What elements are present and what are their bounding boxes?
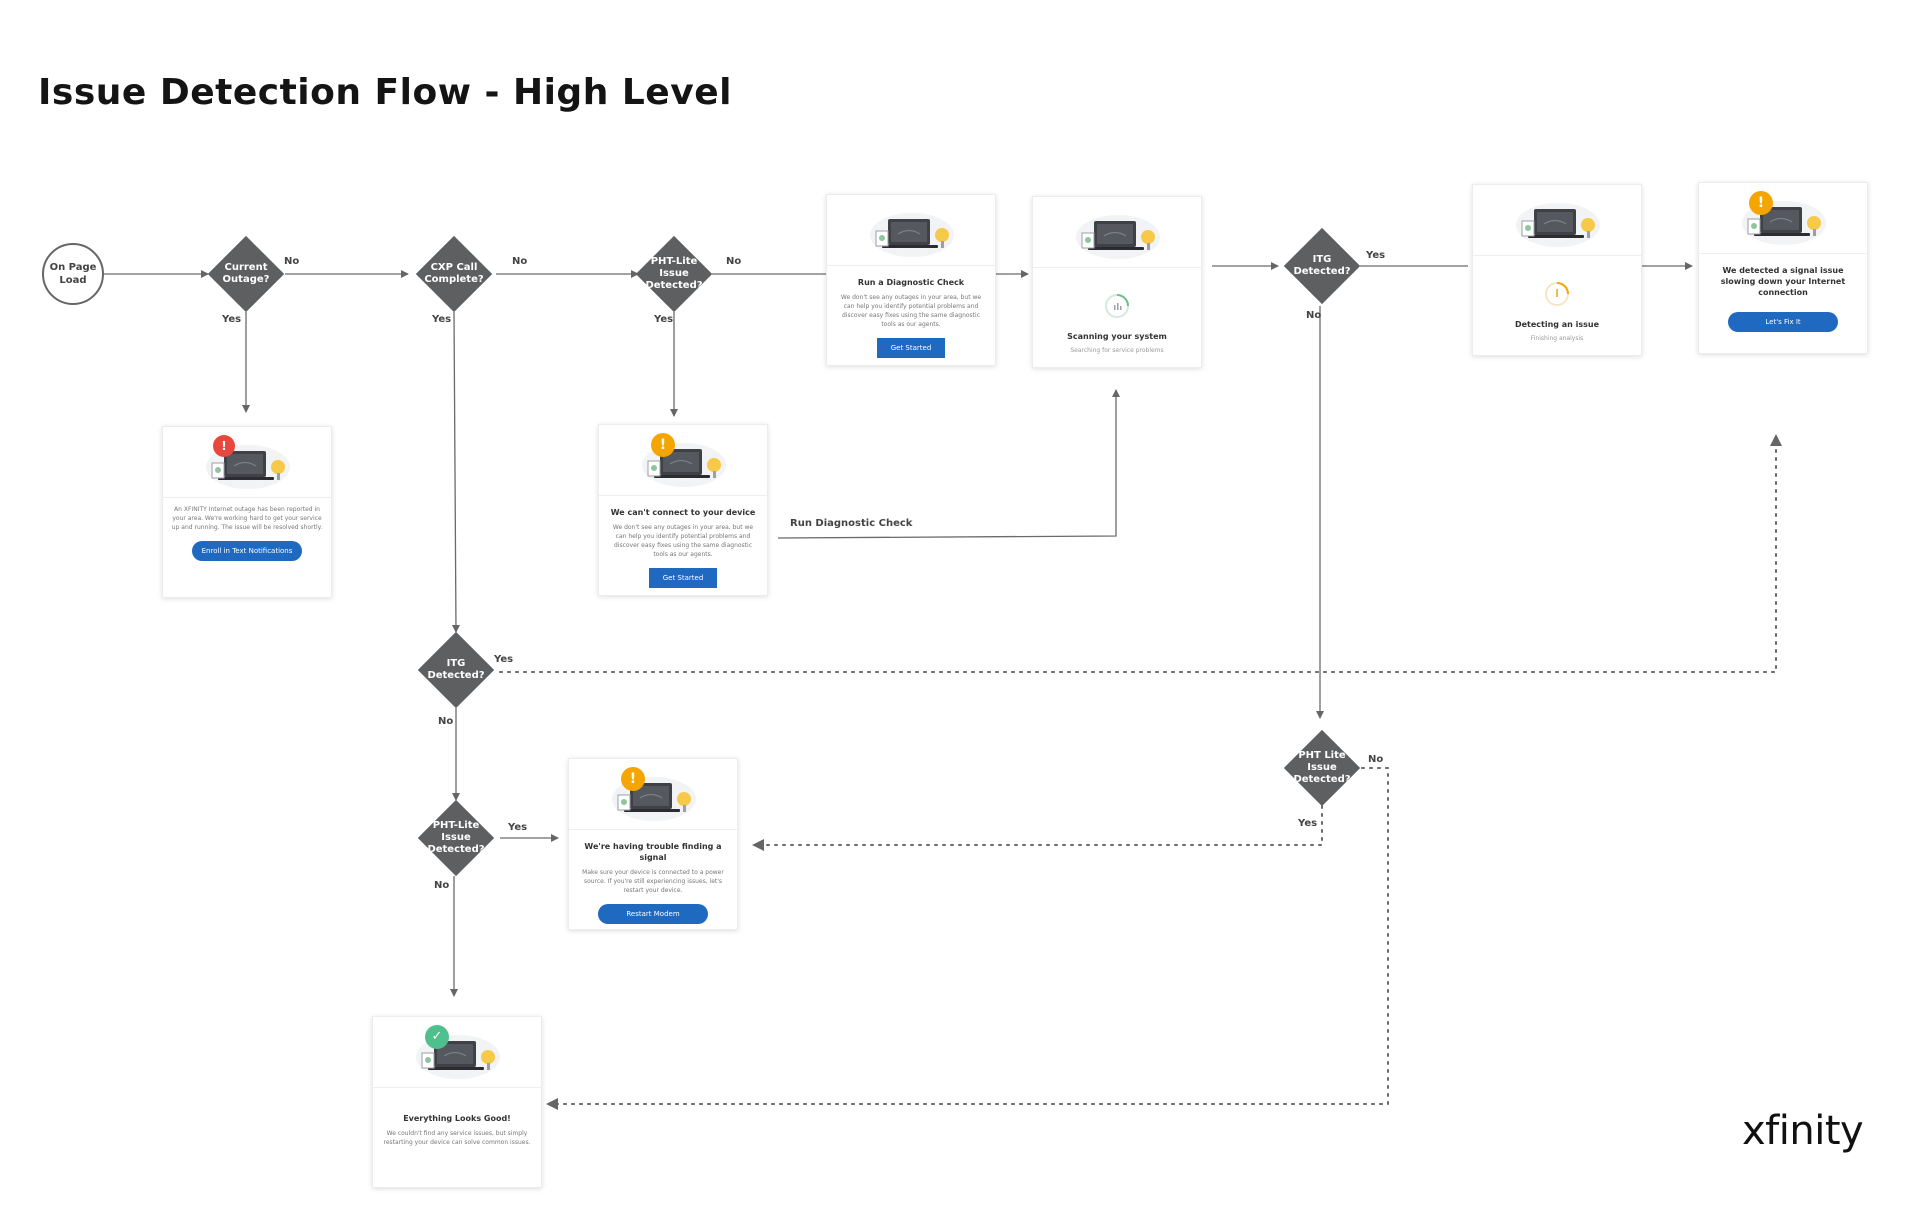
card-outage: ! An XFINITY Internet outage has been re… xyxy=(162,426,332,598)
decision-current-outage: Current Outage? xyxy=(207,235,285,313)
start-node-on-page-load: On Page Load xyxy=(42,243,104,305)
edge-phtright-no-dotted xyxy=(555,767,1389,1105)
card-title: We can't connect to your device xyxy=(610,508,756,517)
card-all-good: ✓ Everything Looks Good! We couldn't fin… xyxy=(372,1016,542,1188)
device-illustration: ! xyxy=(163,427,331,498)
scanning-spinner-icon xyxy=(1105,294,1129,318)
card-title: Detecting an issue xyxy=(1514,320,1600,329)
card-title: Scanning your system xyxy=(1067,332,1167,341)
card-subtitle: Searching for service problems xyxy=(1070,347,1164,354)
edge-cxp-yes xyxy=(451,311,460,633)
decision-pht-lite-right: PHT Lite Issue Detected? xyxy=(1283,729,1361,807)
label-outage-no: No xyxy=(284,256,300,267)
decision-cxp-call-complete: CXP Call Complete? xyxy=(415,235,493,313)
card-run-diagnostic: Run a Diagnostic Check We don't see any … xyxy=(826,194,996,366)
card-trouble-signal: ! We're having trouble finding a signal … xyxy=(568,758,738,930)
decision-itg-top: ITG Detected? xyxy=(1283,227,1361,305)
card-scanning: Scanning your system Searching for servi… xyxy=(1032,196,1202,368)
card-title: Run a Diagnostic Check xyxy=(857,278,965,287)
restart-modem-button[interactable]: Restart Modem xyxy=(598,904,708,924)
xfinity-logo: xfinity xyxy=(1742,1108,1864,1154)
device-illustration: ! xyxy=(1699,183,1867,254)
badge-warning-icon: ! xyxy=(651,433,675,457)
label-phtright-yes: Yes xyxy=(1298,818,1318,829)
badge-warning-icon: ! xyxy=(621,767,645,791)
badge-check-icon: ✓ xyxy=(425,1025,449,1049)
edge-run-diagnostic xyxy=(777,389,1120,539)
label-pht1-yes: Yes xyxy=(654,314,674,325)
label-itgtop-yes: Yes xyxy=(1366,250,1386,261)
label-run-diagnostic: Run Diagnostic Check xyxy=(790,518,913,529)
label-phtmid-yes: Yes xyxy=(508,822,528,833)
device-illustration xyxy=(827,195,995,266)
device-illustration xyxy=(1033,197,1201,268)
decision-pht-lite-mid: PHT-Lite Issue Detected? xyxy=(417,799,495,877)
label-outage-yes: Yes xyxy=(222,314,242,325)
card-title: We're having trouble finding a signal xyxy=(584,842,722,862)
card-title: Everything Looks Good! xyxy=(403,1114,511,1123)
label-pht1-no: No xyxy=(726,256,742,267)
badge-alert-icon: ! xyxy=(213,435,235,457)
label-phtright-no: No xyxy=(1368,754,1384,765)
card-subtitle: Finishing analysis xyxy=(1530,335,1584,342)
device-illustration: ! xyxy=(599,425,767,496)
card-description: We couldn't find any service issues, but… xyxy=(383,1130,531,1146)
device-illustration: ✓ xyxy=(373,1017,541,1088)
card-cant-connect: ! We can't connect to your device We don… xyxy=(598,424,768,596)
lets-fix-it-button[interactable]: Let's Fix It xyxy=(1728,312,1838,332)
card-title: We detected a signal issue slowing down … xyxy=(1720,266,1846,297)
label-itgmid-no: No xyxy=(438,716,454,727)
label-itgmid-yes: Yes xyxy=(494,654,514,665)
card-description: We don't see any outages in your area, b… xyxy=(612,524,754,558)
laptop-modem-icon xyxy=(206,445,290,489)
decision-pht-lite-1: PHT-Lite Issue Detected? xyxy=(635,235,713,313)
laptop-modem-icon xyxy=(870,213,954,257)
decision-itg-mid: ITG Detected? xyxy=(417,631,495,709)
card-signal-issue: ! We detected a signal issue slowing dow… xyxy=(1698,182,1868,354)
label-phtmid-no: No xyxy=(434,880,450,891)
card-description: An XFINITY Internet outage has been repo… xyxy=(171,506,323,531)
get-started-button[interactable]: Get Started xyxy=(877,338,945,358)
label-cxp-yes: Yes xyxy=(432,314,452,325)
page-title: Issue Detection Flow - High Level xyxy=(38,72,732,113)
label-itgtop-no: No xyxy=(1306,310,1322,321)
device-illustration: ! xyxy=(569,759,737,830)
edge-itgmid-yes-dotted xyxy=(499,443,1777,673)
label-cxp-no: No xyxy=(512,256,528,267)
enroll-text-notifications-button[interactable]: Enroll in Text Notifications xyxy=(191,541,303,561)
card-description: Make sure your device is connected to a … xyxy=(582,869,724,894)
badge-warning-icon: ! xyxy=(1749,191,1773,215)
device-illustration xyxy=(1473,185,1641,256)
edge-phtright-yes-dotted xyxy=(761,805,1323,846)
card-detecting: Detecting an issue Finishing analysis xyxy=(1472,184,1642,356)
laptop-modem-icon xyxy=(1516,203,1600,247)
card-description: We don't see any outages in your area, b… xyxy=(840,294,982,328)
get-started-button[interactable]: Get Started xyxy=(649,568,717,588)
detecting-spinner-icon xyxy=(1545,282,1569,306)
laptop-modem-icon xyxy=(1076,215,1160,259)
